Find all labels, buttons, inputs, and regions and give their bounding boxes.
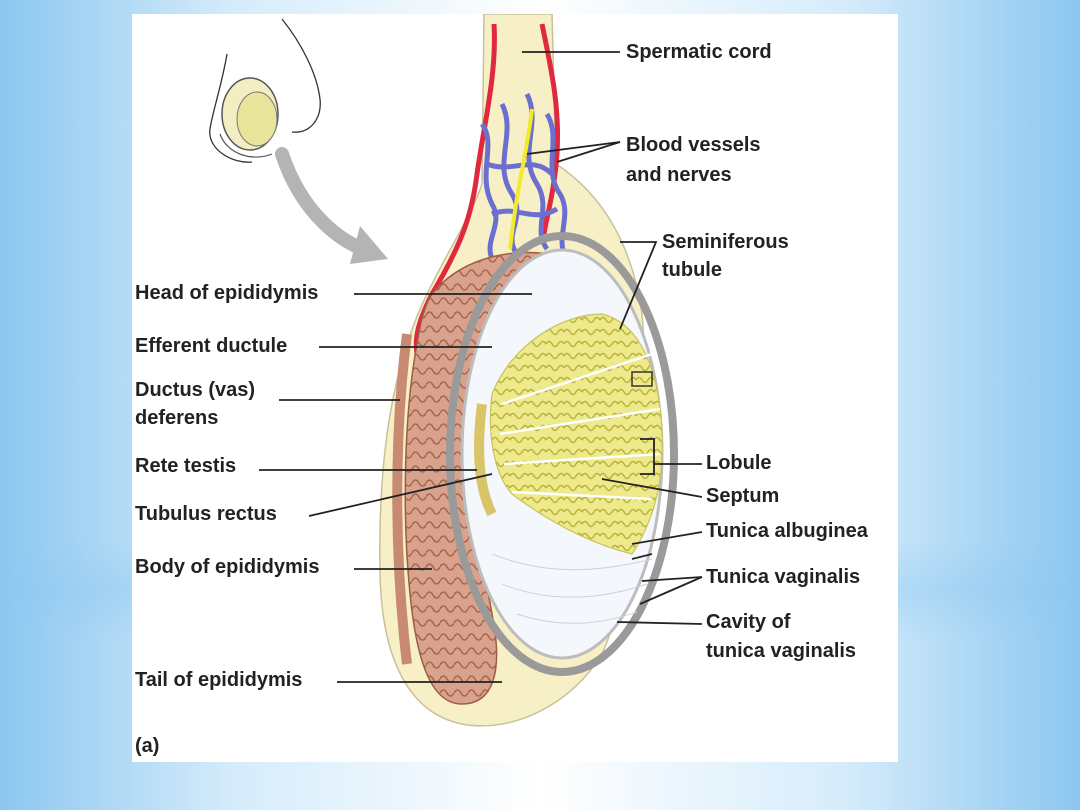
- diagram-panel: Spermatic cord Blood vessels and nerves …: [132, 14, 898, 762]
- label-spermatic-cord: Spermatic cord: [626, 41, 772, 63]
- septa: [499, 352, 661, 501]
- label-tail-of-epididymis: Tail of epididymis: [135, 669, 303, 691]
- label-septum: Septum: [706, 485, 780, 507]
- label-cavity-of: Cavity of: [706, 611, 791, 633]
- leader-lines: [259, 51, 703, 683]
- label-blood-vessels: Blood vessels: [626, 134, 761, 156]
- nerves: [508, 108, 534, 250]
- label-tunica-vaginalis: Tunica vaginalis: [706, 566, 861, 588]
- label-seminiferous: Seminiferous: [662, 231, 789, 253]
- label-tunica-vaginalis-cavity: tunica vaginalis: [706, 640, 857, 662]
- label-body-of-epididymis: Body of epididymis: [135, 556, 320, 578]
- label-tubule: tubule: [662, 259, 722, 281]
- label-and-nerves: and nerves: [626, 164, 732, 186]
- panel-tag: (a): [135, 735, 160, 757]
- testis-lower-lines: [491, 553, 653, 624]
- rete-testis: [474, 403, 497, 517]
- label-ductus-vas: Ductus (vas): [135, 379, 256, 401]
- label-rete-testis: Rete testis: [135, 455, 237, 477]
- label-tunica-albuginea: Tunica albuginea: [706, 520, 868, 542]
- label-head-of-epididymis: Head of epididymis: [135, 282, 319, 304]
- label-tubulus-rectus: Tubulus rectus: [135, 503, 277, 525]
- label-efferent-ductule: Efferent ductule: [135, 335, 288, 357]
- label-lobule: Lobule: [706, 452, 772, 474]
- tunica-vaginalis-outer: [446, 232, 678, 676]
- testis-illustration: [209, 14, 703, 727]
- lobule-detail-box: [631, 371, 653, 387]
- label-deferens: deferens: [135, 407, 219, 429]
- inset-illustration: [209, 18, 388, 264]
